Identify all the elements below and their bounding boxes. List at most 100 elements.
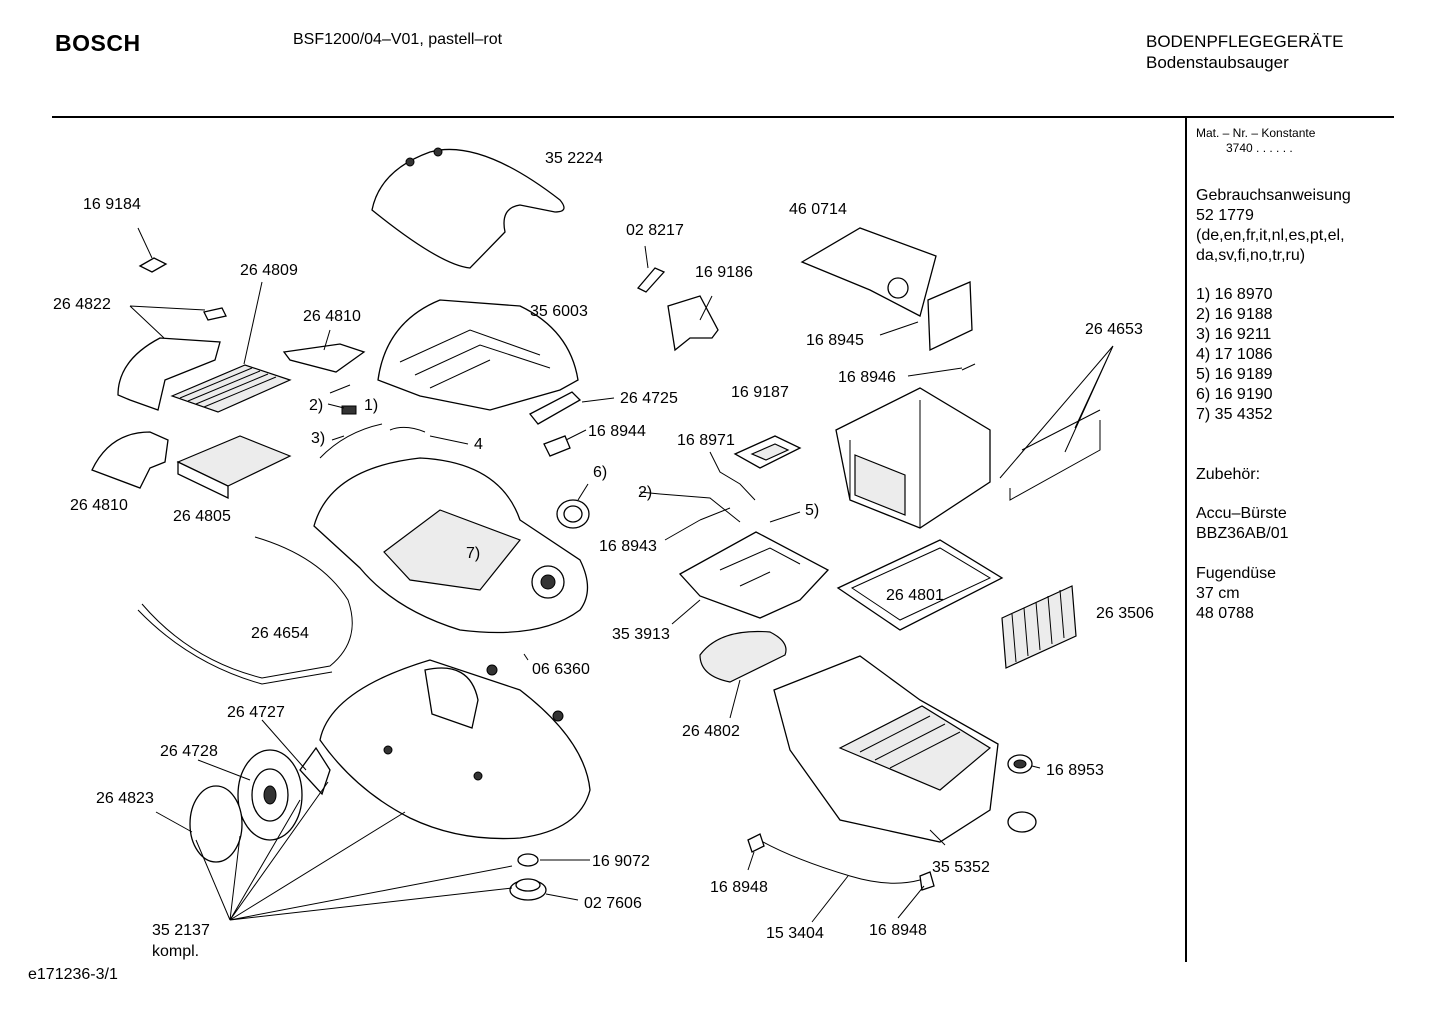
chassis-plate xyxy=(678,531,830,619)
wire-2-lower xyxy=(659,493,741,523)
marker-2-lower: 2) xyxy=(638,484,652,501)
power-cable xyxy=(755,837,921,884)
footnote-item: 3) 16 9211 xyxy=(1196,326,1272,343)
category-title: BODENPFLEGEGERÄTE xyxy=(1146,32,1344,51)
label-355352: 35 5352 xyxy=(932,859,990,876)
dust-box-edges xyxy=(849,400,921,528)
foot-1 xyxy=(383,745,393,755)
manual-info: Gebrauchsanweisung 52 1779 (de,en,fr,it,… xyxy=(1196,186,1351,266)
bottom-housing xyxy=(319,659,591,840)
lever xyxy=(528,391,582,425)
label-027606: 02 7606 xyxy=(584,895,642,912)
gasket-frame xyxy=(836,539,1004,631)
wire-16-8943 xyxy=(699,507,731,521)
label-264823: 26 4823 xyxy=(96,790,154,807)
category-subtitle: Bodenstaubsauger xyxy=(1146,53,1289,72)
label-168943: 16 8943 xyxy=(599,538,657,555)
header-divider xyxy=(52,116,1394,118)
marker-4: 4 xyxy=(474,436,483,453)
cable-3 xyxy=(319,423,383,459)
castor-wheel-top xyxy=(515,878,541,892)
label-264805: 26 4805 xyxy=(173,508,231,525)
label-168945: 16 8945 xyxy=(806,332,864,349)
wheel-hub-cap xyxy=(299,746,331,796)
screw-1 xyxy=(341,405,357,415)
spring-clip xyxy=(961,363,976,371)
dust-bag xyxy=(800,227,937,317)
wire-4 xyxy=(389,426,426,433)
accessory-brush-code: BBZ36AB/01 xyxy=(1196,525,1289,542)
accessory-crevice-code: 48 0788 xyxy=(1196,605,1254,622)
label-169186: 16 9186 xyxy=(695,264,753,281)
category-heading: BODENPFLEGEGERÄTE Bodenstaubsauger xyxy=(1146,31,1343,73)
accessories-title: Zubehör: xyxy=(1196,466,1261,483)
marker-1: 1) xyxy=(364,397,378,414)
cable-plug-right xyxy=(919,871,935,891)
label-264810-lower: 26 4810 xyxy=(70,497,128,514)
lid-cover xyxy=(371,148,565,269)
screw-66360-2 xyxy=(552,710,564,722)
foot-2 xyxy=(473,771,483,781)
footnote-item: 2) 16 9188 xyxy=(1196,306,1273,323)
grille-cover xyxy=(117,337,221,411)
manual-number: 52 1779 xyxy=(1196,207,1254,224)
footnote-list: 1) 16 8970 2) 16 9188 3) 16 9211 4) 17 1… xyxy=(1196,285,1273,425)
mat-label: Mat. – Nr. – Konstante xyxy=(1196,126,1316,140)
label-352137-kompl: kompl. xyxy=(152,943,199,960)
label-168946: 16 8946 xyxy=(838,369,896,386)
base-tub-ribs xyxy=(859,715,961,769)
bag-compartment xyxy=(383,509,521,591)
small-cover-window xyxy=(750,443,790,461)
upper-housing xyxy=(377,299,579,411)
base-tub-inner xyxy=(838,705,992,791)
bag-frame xyxy=(927,281,973,352)
wire-16-8971 xyxy=(709,451,756,501)
axle-pin xyxy=(636,267,666,293)
exhaust-grille xyxy=(170,364,292,413)
material-constant: Mat. – Nr. – Konstante 3740 . . . . . . xyxy=(1196,126,1315,156)
marker-3: 3) xyxy=(311,430,325,447)
marker-6: 6) xyxy=(593,464,607,481)
leader-lines xyxy=(129,227,1114,923)
label-460714: 46 0714 xyxy=(789,201,847,218)
wheel-axle xyxy=(263,785,277,805)
bottom-housing-arch xyxy=(424,667,479,729)
dust-box-window xyxy=(854,454,906,516)
marker-5: 5) xyxy=(805,502,819,519)
gasket-frame-inner xyxy=(850,547,992,621)
motor-part xyxy=(1007,811,1037,833)
label-352224: 35 2224 xyxy=(545,150,603,167)
castor-cap xyxy=(517,853,539,867)
bumper-strip xyxy=(141,536,353,679)
drawing-code: e171236-3/1 xyxy=(28,966,118,983)
label-168948-right: 16 8948 xyxy=(869,922,927,939)
label-153404: 15 3404 xyxy=(766,925,824,942)
lower-flap xyxy=(91,431,169,489)
label-168948-left: 16 8948 xyxy=(710,879,768,896)
wire-clip xyxy=(543,435,571,457)
bag-holder xyxy=(667,295,719,352)
label-264801: 26 4801 xyxy=(886,587,944,604)
label-066360: 06 6360 xyxy=(532,661,590,678)
label-264653: 26 4653 xyxy=(1085,321,1143,338)
label-168971: 16 8971 xyxy=(677,432,735,449)
label-264822: 26 4822 xyxy=(53,296,111,313)
footnote-item: 1) 16 8970 xyxy=(1196,286,1273,303)
label-169072: 16 9072 xyxy=(592,853,650,870)
brand-logo: BOSCH xyxy=(55,30,141,56)
label-169184: 16 9184 xyxy=(83,196,141,213)
grille-latch xyxy=(203,307,227,321)
seal-strip-outline xyxy=(1009,420,1101,501)
dust-bag-collar xyxy=(887,277,909,299)
label-264727: 26 4727 xyxy=(227,704,285,721)
label-264802: 26 4802 xyxy=(682,723,740,740)
accessory-brush-name: Accu–Bürste xyxy=(1196,505,1287,522)
small-clip xyxy=(138,257,168,273)
marker-2-upper: 2) xyxy=(309,397,323,414)
footnote-item: 4) 17 1086 xyxy=(1196,346,1273,363)
accessory-brush: Accu–Bürste BBZ36AB/01 xyxy=(1196,504,1289,544)
label-028217: 02 8217 xyxy=(626,222,684,239)
hepa-filter xyxy=(1001,585,1077,669)
label-264728: 26 4728 xyxy=(160,743,218,760)
label-264810-upper: 26 4810 xyxy=(303,308,361,325)
